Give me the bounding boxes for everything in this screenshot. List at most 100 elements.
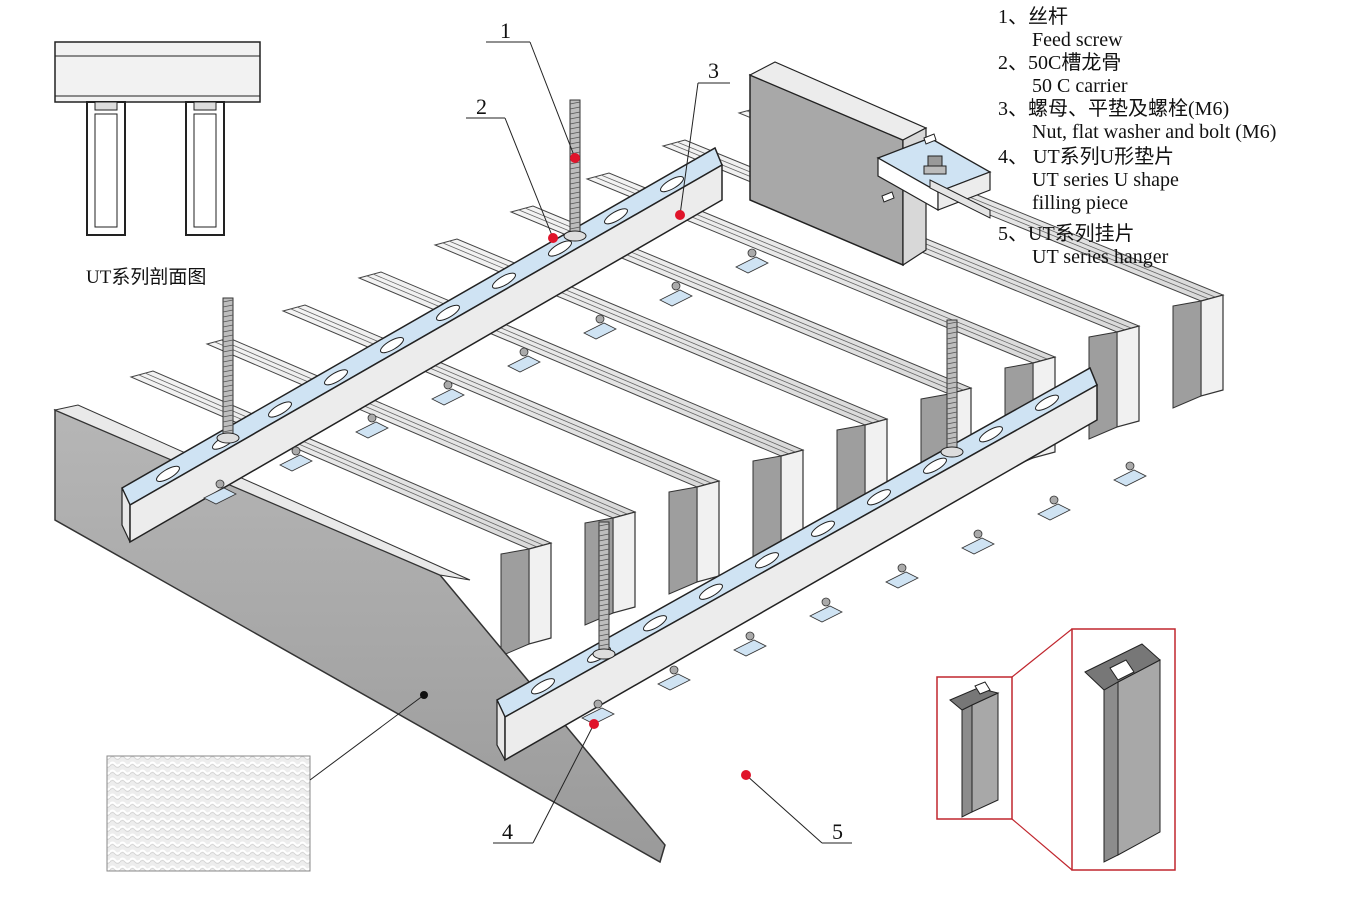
carrier-slot [604, 208, 628, 225]
screw-thread [222, 404, 234, 408]
u-shape-filling-piece [733, 631, 767, 657]
screw-thread [569, 196, 581, 200]
hanger-end-face [696, 480, 720, 583]
bolt-head [215, 479, 225, 489]
hanger-end-face [528, 542, 552, 645]
screw-thread [222, 344, 234, 348]
screw-thread [222, 349, 234, 353]
screw-thread [946, 441, 958, 445]
screw-thread [598, 598, 610, 602]
u-shape-filling-piece [735, 248, 769, 274]
screw-thread [598, 533, 610, 537]
filling-piece-face [279, 454, 313, 472]
callout-2: 2 [466, 94, 558, 243]
hanger-groove [290, 308, 706, 486]
carrier-slot [1035, 394, 1059, 411]
filling-piece-face [507, 355, 541, 373]
section-hanger-right [185, 101, 225, 236]
screw-thread [598, 638, 610, 642]
carrier-slot [380, 337, 404, 354]
surface-texture-swatch [106, 691, 428, 872]
u-shape-filling-pieces [203, 248, 1147, 725]
screw-thread [598, 553, 610, 557]
u-shape-filling-piece [961, 529, 995, 555]
u-shape-filling-piece [431, 380, 465, 406]
screw-thread [946, 366, 958, 370]
screw-thread [222, 374, 234, 378]
screw-thread [946, 336, 958, 340]
screw-thread [222, 329, 234, 333]
carrier-slot [923, 457, 947, 474]
filling-piece-face [657, 673, 691, 691]
screw-thread [946, 406, 958, 410]
u-shape-filling-piece [1037, 495, 1071, 521]
screw-thread [946, 411, 958, 415]
screw-thread [569, 141, 581, 145]
screw-thread [569, 126, 581, 130]
legend-item-english: Feed screw [1032, 29, 1123, 51]
screw-thread [222, 364, 234, 368]
screw-thread [222, 399, 234, 403]
screw-thread [946, 326, 958, 330]
screw-thread [222, 424, 234, 428]
screw-thread [598, 558, 610, 562]
carrier-slot [268, 401, 292, 418]
bolt-head [291, 446, 301, 456]
screw-thread [598, 583, 610, 587]
u-shape-filling-piece [657, 665, 691, 691]
screw-thread [598, 573, 610, 577]
hanger-side [500, 548, 530, 657]
u-shape-filling-piece [279, 446, 313, 472]
legend-item-english: 50 C carrier [1032, 75, 1128, 97]
bolt-head [1049, 495, 1059, 505]
legend-item-english: Nut, flat washer and bolt (M6) [1032, 121, 1277, 143]
detail-leader-top [1011, 628, 1073, 678]
screw-thread [598, 628, 610, 632]
legend-item: 3、螺母、平垫及螺栓(M6)Nut, flat washer and bolt … [998, 98, 1358, 144]
screw-thread [222, 429, 234, 433]
carrier-slot [755, 552, 779, 569]
filling-piece-face [1037, 503, 1071, 521]
hanger-groove [296, 306, 712, 484]
screw-thread [222, 314, 234, 318]
screw-thread [569, 136, 581, 140]
filling-piece-face [809, 605, 843, 623]
hanger-groove [220, 339, 628, 515]
screw-thread [946, 371, 958, 375]
screw-thread [946, 321, 958, 325]
screw-nut [563, 230, 587, 242]
screw-thread [598, 543, 610, 547]
bolt-head [897, 563, 907, 573]
screw-thread [569, 101, 581, 105]
screw-thread [569, 111, 581, 115]
screw-thread [946, 376, 958, 380]
screw-thread [946, 421, 958, 425]
carrier-slot [436, 304, 460, 321]
screw-thread [946, 331, 958, 335]
screw-thread [222, 384, 234, 388]
callout-1: 1 [486, 18, 580, 163]
callout-4: 4 [493, 719, 599, 844]
screw-thread [946, 431, 958, 435]
screw-thread [222, 324, 234, 328]
feed-screw [216, 297, 240, 444]
legend-item-chinese: 4、 UT系列U形垫片 [998, 146, 1175, 168]
hanger-detail-large [1071, 628, 1176, 871]
carrier-slot [531, 678, 555, 695]
screw-thread [569, 166, 581, 170]
u-shape-filling-piece [885, 563, 919, 589]
u-shape-filling-piece [507, 347, 541, 373]
screw-thread [946, 346, 958, 350]
u-shape-filling-piece [1113, 461, 1147, 487]
screw-thread [946, 361, 958, 365]
screw-thread [569, 211, 581, 215]
screw-thread [946, 386, 958, 390]
screw-thread [598, 593, 610, 597]
screw-thread [222, 339, 234, 343]
screw-thread [569, 201, 581, 205]
